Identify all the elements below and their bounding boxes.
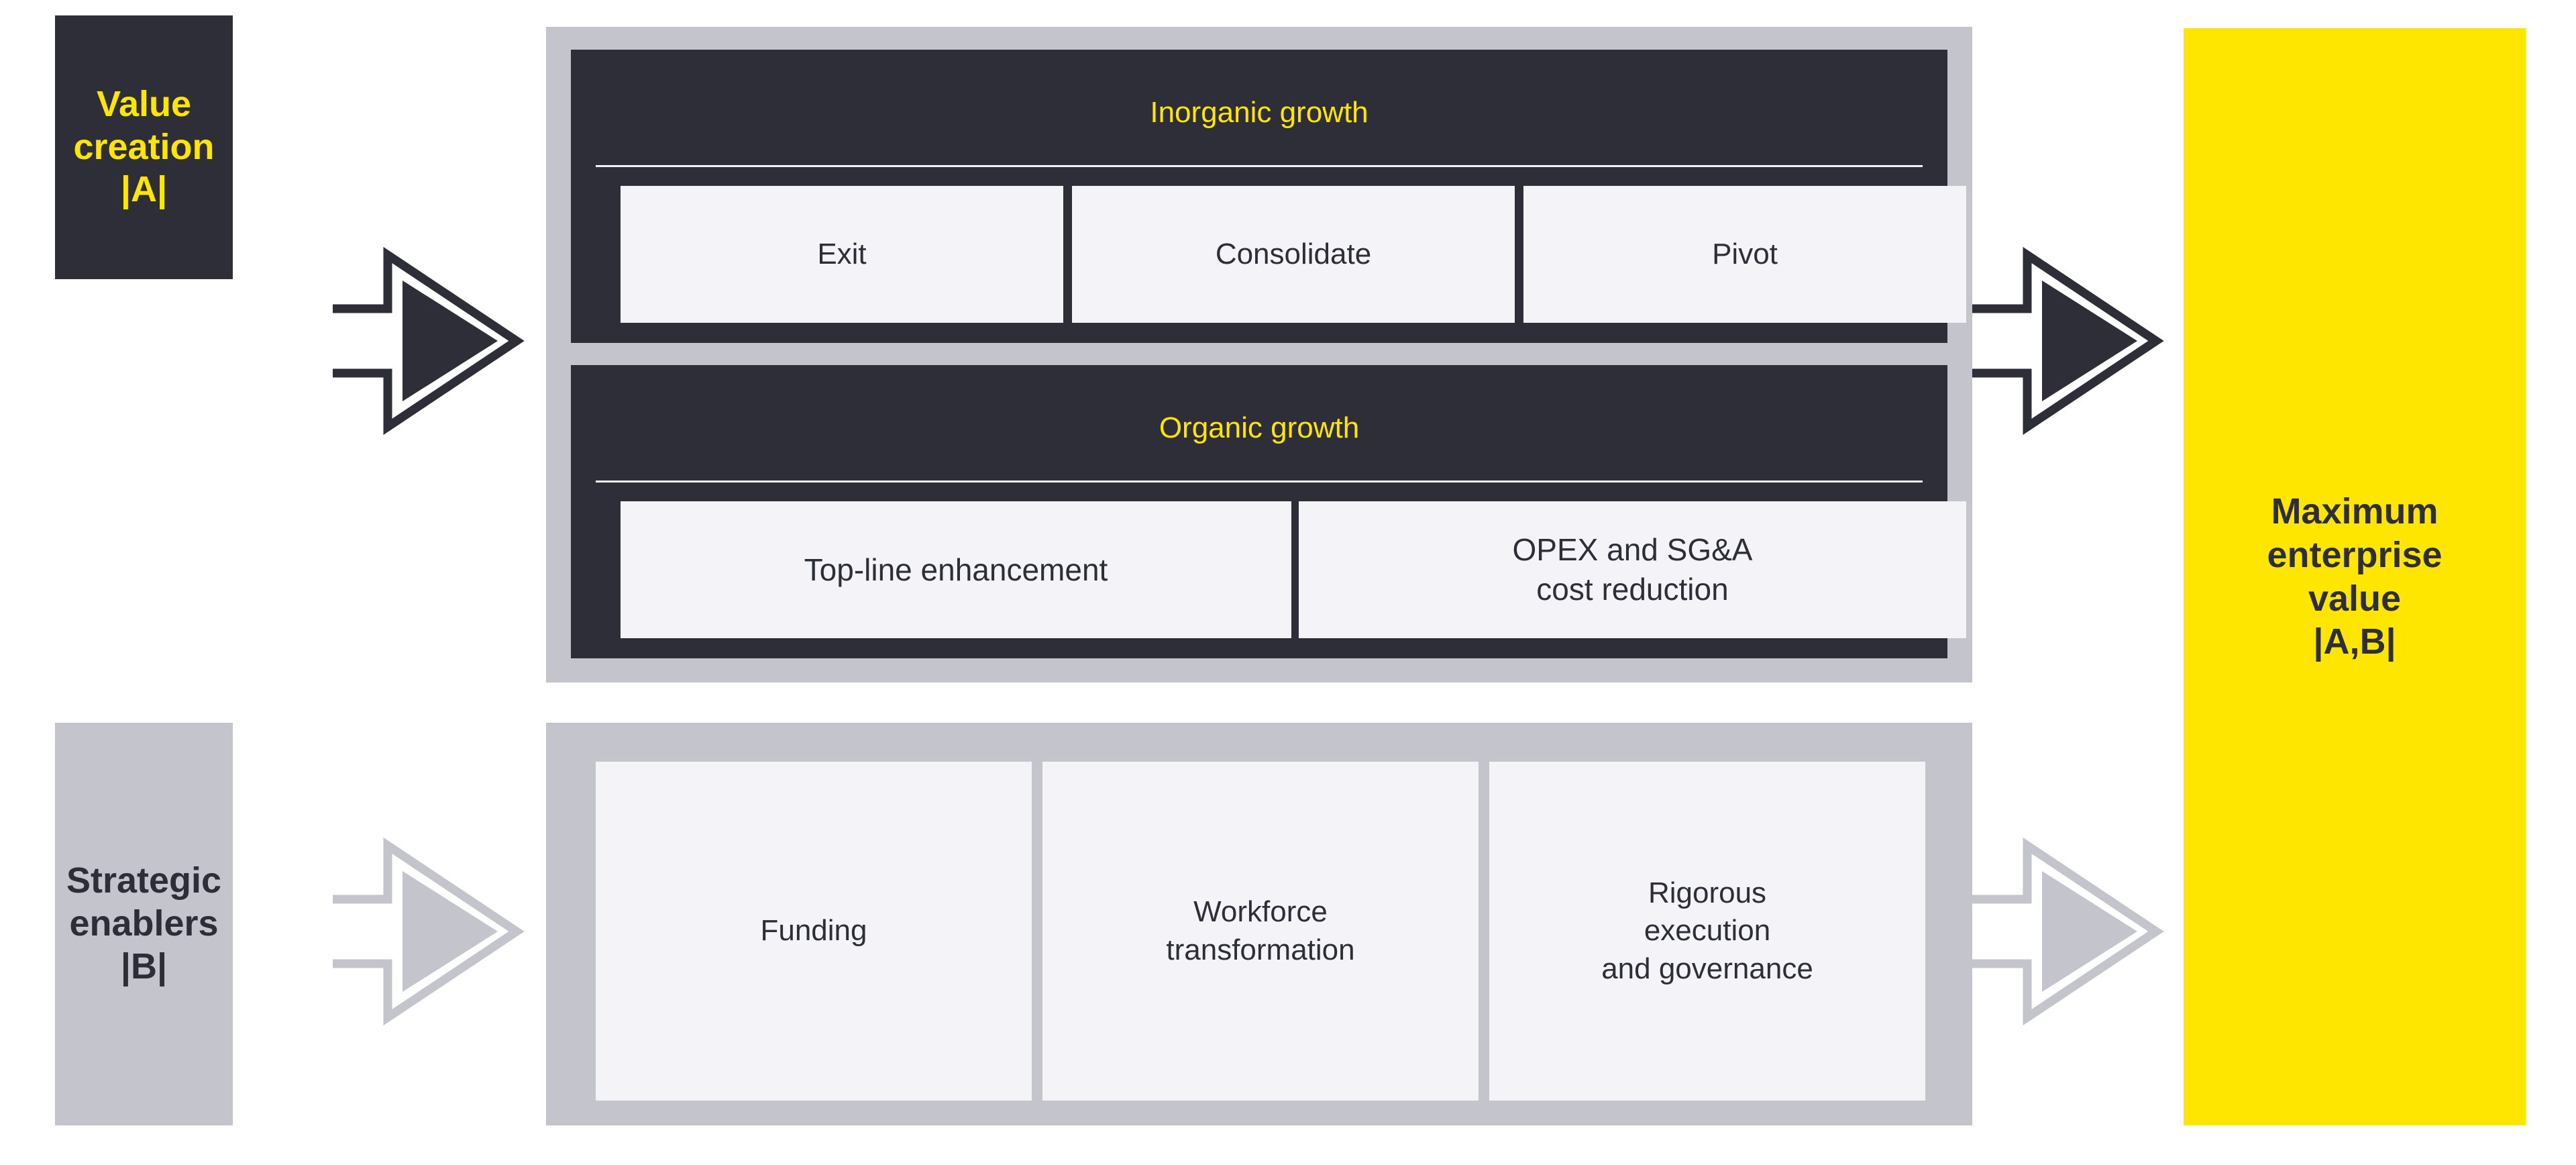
growth-panel: Inorganic growth Exit Consolidate Pivot … xyxy=(546,27,1972,682)
card-exit-label: Exit xyxy=(817,237,867,270)
card-consolidate-label: Consolidate xyxy=(1215,237,1372,270)
card-funding-label: Funding xyxy=(760,914,867,948)
enablers-panel: Funding Workforce transformation Rigorou… xyxy=(546,723,1972,1125)
card-top-line-enhancement-label: Top-line enhancement xyxy=(804,552,1108,587)
arrow-enablers-to-outcome xyxy=(1972,831,2174,1032)
card-exit[interactable]: Exit xyxy=(621,186,1063,323)
input-pillar-value-creation: Value creation |A| xyxy=(55,15,233,279)
input-pillar-value-creation-label: Value creation |A| xyxy=(73,83,215,210)
card-rigorous-execution-governance[interactable]: Rigorous execution and governance xyxy=(1489,762,1925,1101)
group-organic-growth-divider xyxy=(596,480,1923,483)
card-rigorous-execution-governance-label: Rigorous execution and governance xyxy=(1601,876,1813,985)
group-organic-growth: Organic growth Top-line enhancement OPEX… xyxy=(571,365,1966,658)
card-pivot[interactable]: Pivot xyxy=(1523,186,1966,323)
card-pivot-label: Pivot xyxy=(1712,237,1778,270)
card-funding[interactable]: Funding xyxy=(596,762,1032,1101)
group-organic-growth-title: Organic growth xyxy=(1159,411,1360,444)
outcome-pillar-maximum-enterprise-value: Maximum enterprise value |A,B| xyxy=(2184,28,2526,1125)
arrow-enablers-to-panel xyxy=(333,831,534,1032)
outcome-pillar-label: Maximum enterprise value |A,B| xyxy=(2267,491,2443,662)
input-pillar-strategic-enablers-label: Strategic enablers |B| xyxy=(66,860,222,986)
input-pillar-strategic-enablers: Strategic enablers |B| xyxy=(55,723,233,1125)
arrow-value-creation-to-growth xyxy=(333,240,534,442)
card-consolidate[interactable]: Consolidate xyxy=(1072,186,1515,323)
card-opex-sga-cost-reduction-label: OPEX and SG&A cost reduction xyxy=(1512,532,1753,607)
group-inorganic-growth-title: Inorganic growth xyxy=(1150,96,1368,129)
arrow-growth-to-outcome xyxy=(1972,240,2174,442)
group-inorganic-growth: Inorganic growth Exit Consolidate Pivot xyxy=(571,50,1966,343)
card-opex-sga-cost-reduction[interactable]: OPEX and SG&A cost reduction xyxy=(1299,501,1966,638)
card-top-line-enhancement[interactable]: Top-line enhancement xyxy=(621,501,1291,638)
card-workforce-transformation[interactable]: Workforce transformation xyxy=(1042,762,1479,1101)
card-workforce-transformation-label: Workforce transformation xyxy=(1166,895,1355,966)
group-inorganic-growth-divider xyxy=(596,165,1923,167)
